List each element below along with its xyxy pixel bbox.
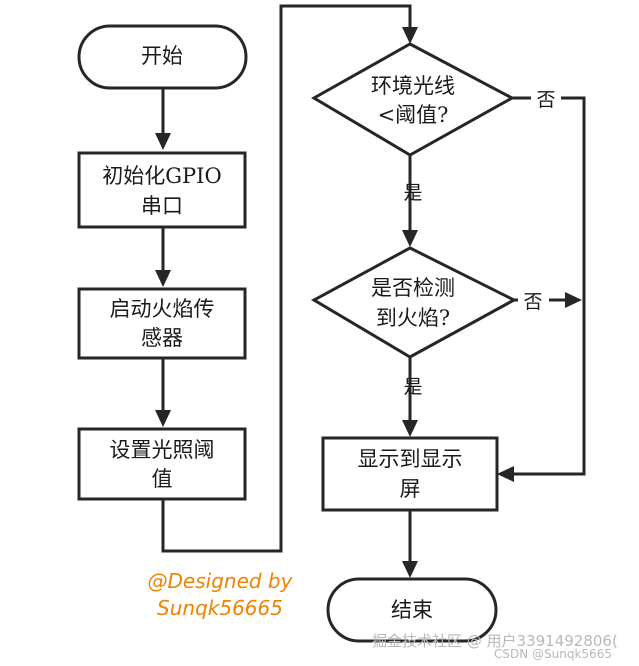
arrowhead-icon (402, 230, 418, 247)
csdn-watermark: CSDN @Sunqk5665 (494, 647, 612, 661)
connectors (155, 4, 586, 578)
no-label-decision1: 否 (536, 89, 555, 111)
end-node: 结束 (326, 577, 498, 643)
arrow-no-rail (512, 96, 586, 476)
no-label-decision2: 否 (523, 291, 542, 313)
init-label-line1: 初始化GPIO (102, 164, 221, 188)
designer-credit-line2: Sunqk56665 (157, 596, 283, 620)
arrowhead-icon (155, 133, 171, 150)
init-node: 初始化GPIO 串口 (77, 151, 247, 229)
sensor-node: 启动火焰传 感器 (77, 287, 247, 360)
decision2-label-line1: 是否检测 (371, 276, 455, 300)
start-label: 开始 (141, 44, 183, 68)
arrowhead-icon (402, 561, 418, 578)
juejin-watermark: 掘金技术社区 @ 用户3391492806( (372, 632, 618, 650)
arrowhead-icon (402, 420, 418, 437)
display-label-line2: 屏 (400, 477, 421, 501)
decision2-node: 是否检测 到火焰? (310, 246, 518, 359)
arrowhead-icon (565, 292, 582, 308)
threshold-label-line1: 设置光照阈 (110, 438, 215, 462)
arrow-threshold-to-decision1 (161, 4, 412, 553)
end-label: 结束 (391, 598, 433, 622)
init-label-line2: 串口 (141, 194, 183, 218)
decision1-node: 环境光线 <阈值? (311, 42, 516, 157)
yes-label-decision1: 是 (403, 182, 422, 204)
sensor-label-line1: 启动火焰传 (110, 297, 215, 321)
designer-credit-line1: @Designed by (147, 569, 293, 593)
arrowhead-icon (155, 410, 171, 427)
display-node: 显示到显示 屏 (321, 436, 499, 512)
display-label-line1: 显示到显示 (358, 447, 463, 471)
threshold-label-line2: 值 (152, 467, 173, 491)
decision2-label-line2: 到火焰? (376, 306, 450, 330)
yes-label-decision2: 是 (403, 376, 422, 398)
arrowhead-icon (155, 270, 171, 287)
threshold-node: 设置光照阈 值 (77, 427, 247, 501)
arrowhead-icon (402, 27, 418, 44)
start-node: 开始 (77, 24, 248, 90)
sensor-label-line2: 感器 (141, 326, 183, 350)
decision1-label-line2: <阈值? (378, 103, 449, 127)
arrowhead-icon (497, 466, 514, 482)
decision1-label-line1: 环境光线 (371, 74, 455, 98)
